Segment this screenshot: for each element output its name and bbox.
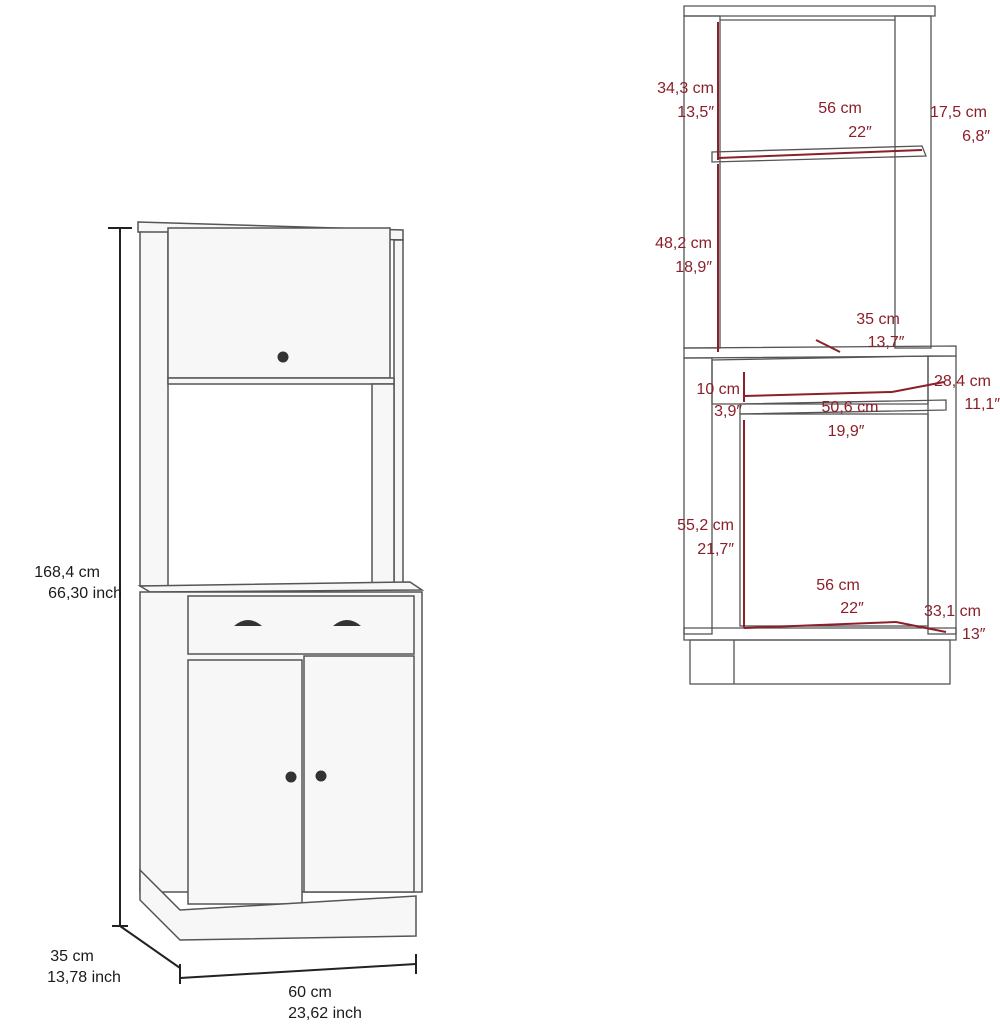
hutch-shelf	[167, 377, 395, 385]
top-depth-in: 6,8″	[962, 128, 990, 145]
width-cm-label: 60 cm	[288, 984, 332, 1001]
depth-cm-label: 35 cm	[50, 948, 94, 965]
drawer-handle-left	[234, 620, 262, 626]
top-depth-cm: 17,5 cm	[930, 104, 987, 121]
drawer-w-cm: 50,6 cm	[821, 399, 879, 416]
countertop	[137, 581, 425, 593]
hutch-door-knob	[277, 351, 289, 363]
top-width-dim-line	[717, 149, 923, 159]
hutch-door	[167, 227, 391, 379]
cab-h-cm: 55,2 cm	[677, 517, 734, 534]
drawer-w-in: 19,9″	[827, 423, 865, 440]
left-door-knob	[285, 771, 297, 783]
technical-drawing	[683, 5, 957, 685]
mid-gap-in: 18,9″	[675, 259, 712, 276]
cab-d-dim-line	[895, 621, 947, 633]
right-door-knob	[315, 770, 327, 782]
mid-gap-cm: 48,2 cm	[655, 235, 712, 252]
width-dimension-line	[179, 963, 417, 979]
cab-w-in: 22″	[840, 600, 864, 617]
depth-dimension-line	[119, 925, 181, 969]
depth-inch-label: 13,78 inch	[47, 969, 121, 986]
drawer-d-cm: 28,4 cm	[934, 373, 991, 390]
drawer-h-in: 3,9″	[714, 403, 742, 420]
drawer-h-cm: 10 cm	[696, 381, 740, 398]
drawer-d-dim-line	[891, 381, 945, 393]
width-inch-label: 23,62 inch	[288, 1005, 362, 1022]
counter-depth-in: 13,7″	[867, 334, 905, 351]
height-cm-label: 168,4 cm	[34, 564, 100, 581]
top-width-cm: 56 cm	[818, 100, 862, 117]
open-compartment-wall	[371, 383, 395, 587]
plinth	[139, 868, 417, 941]
left-door	[187, 659, 303, 905]
cab-d-in: 13″	[962, 626, 986, 643]
cab-w-cm: 56 cm	[816, 577, 860, 594]
hutch-left-panel	[139, 231, 169, 587]
cab-h-in: 21,7″	[697, 541, 734, 558]
drawer-d-in: 11,1″	[964, 396, 1000, 413]
height-inch-label: 66,30 inch	[48, 585, 122, 602]
top-gap-cm: 34,3 cm	[657, 80, 714, 97]
counter-depth-dim-line	[815, 339, 841, 353]
cab-d-cm: 33,1 cm	[924, 603, 981, 620]
cab-w-dim-line	[743, 621, 897, 629]
hutch-right-panel	[393, 239, 404, 587]
top-width-in: 22″	[848, 124, 872, 141]
drawer-w-dim-line	[743, 391, 893, 397]
drawer-handle-right	[333, 620, 361, 626]
top-gap-in: 13,5″	[677, 104, 714, 121]
counter-depth-cm: 35 cm	[856, 311, 900, 328]
drawer-front	[187, 595, 415, 655]
